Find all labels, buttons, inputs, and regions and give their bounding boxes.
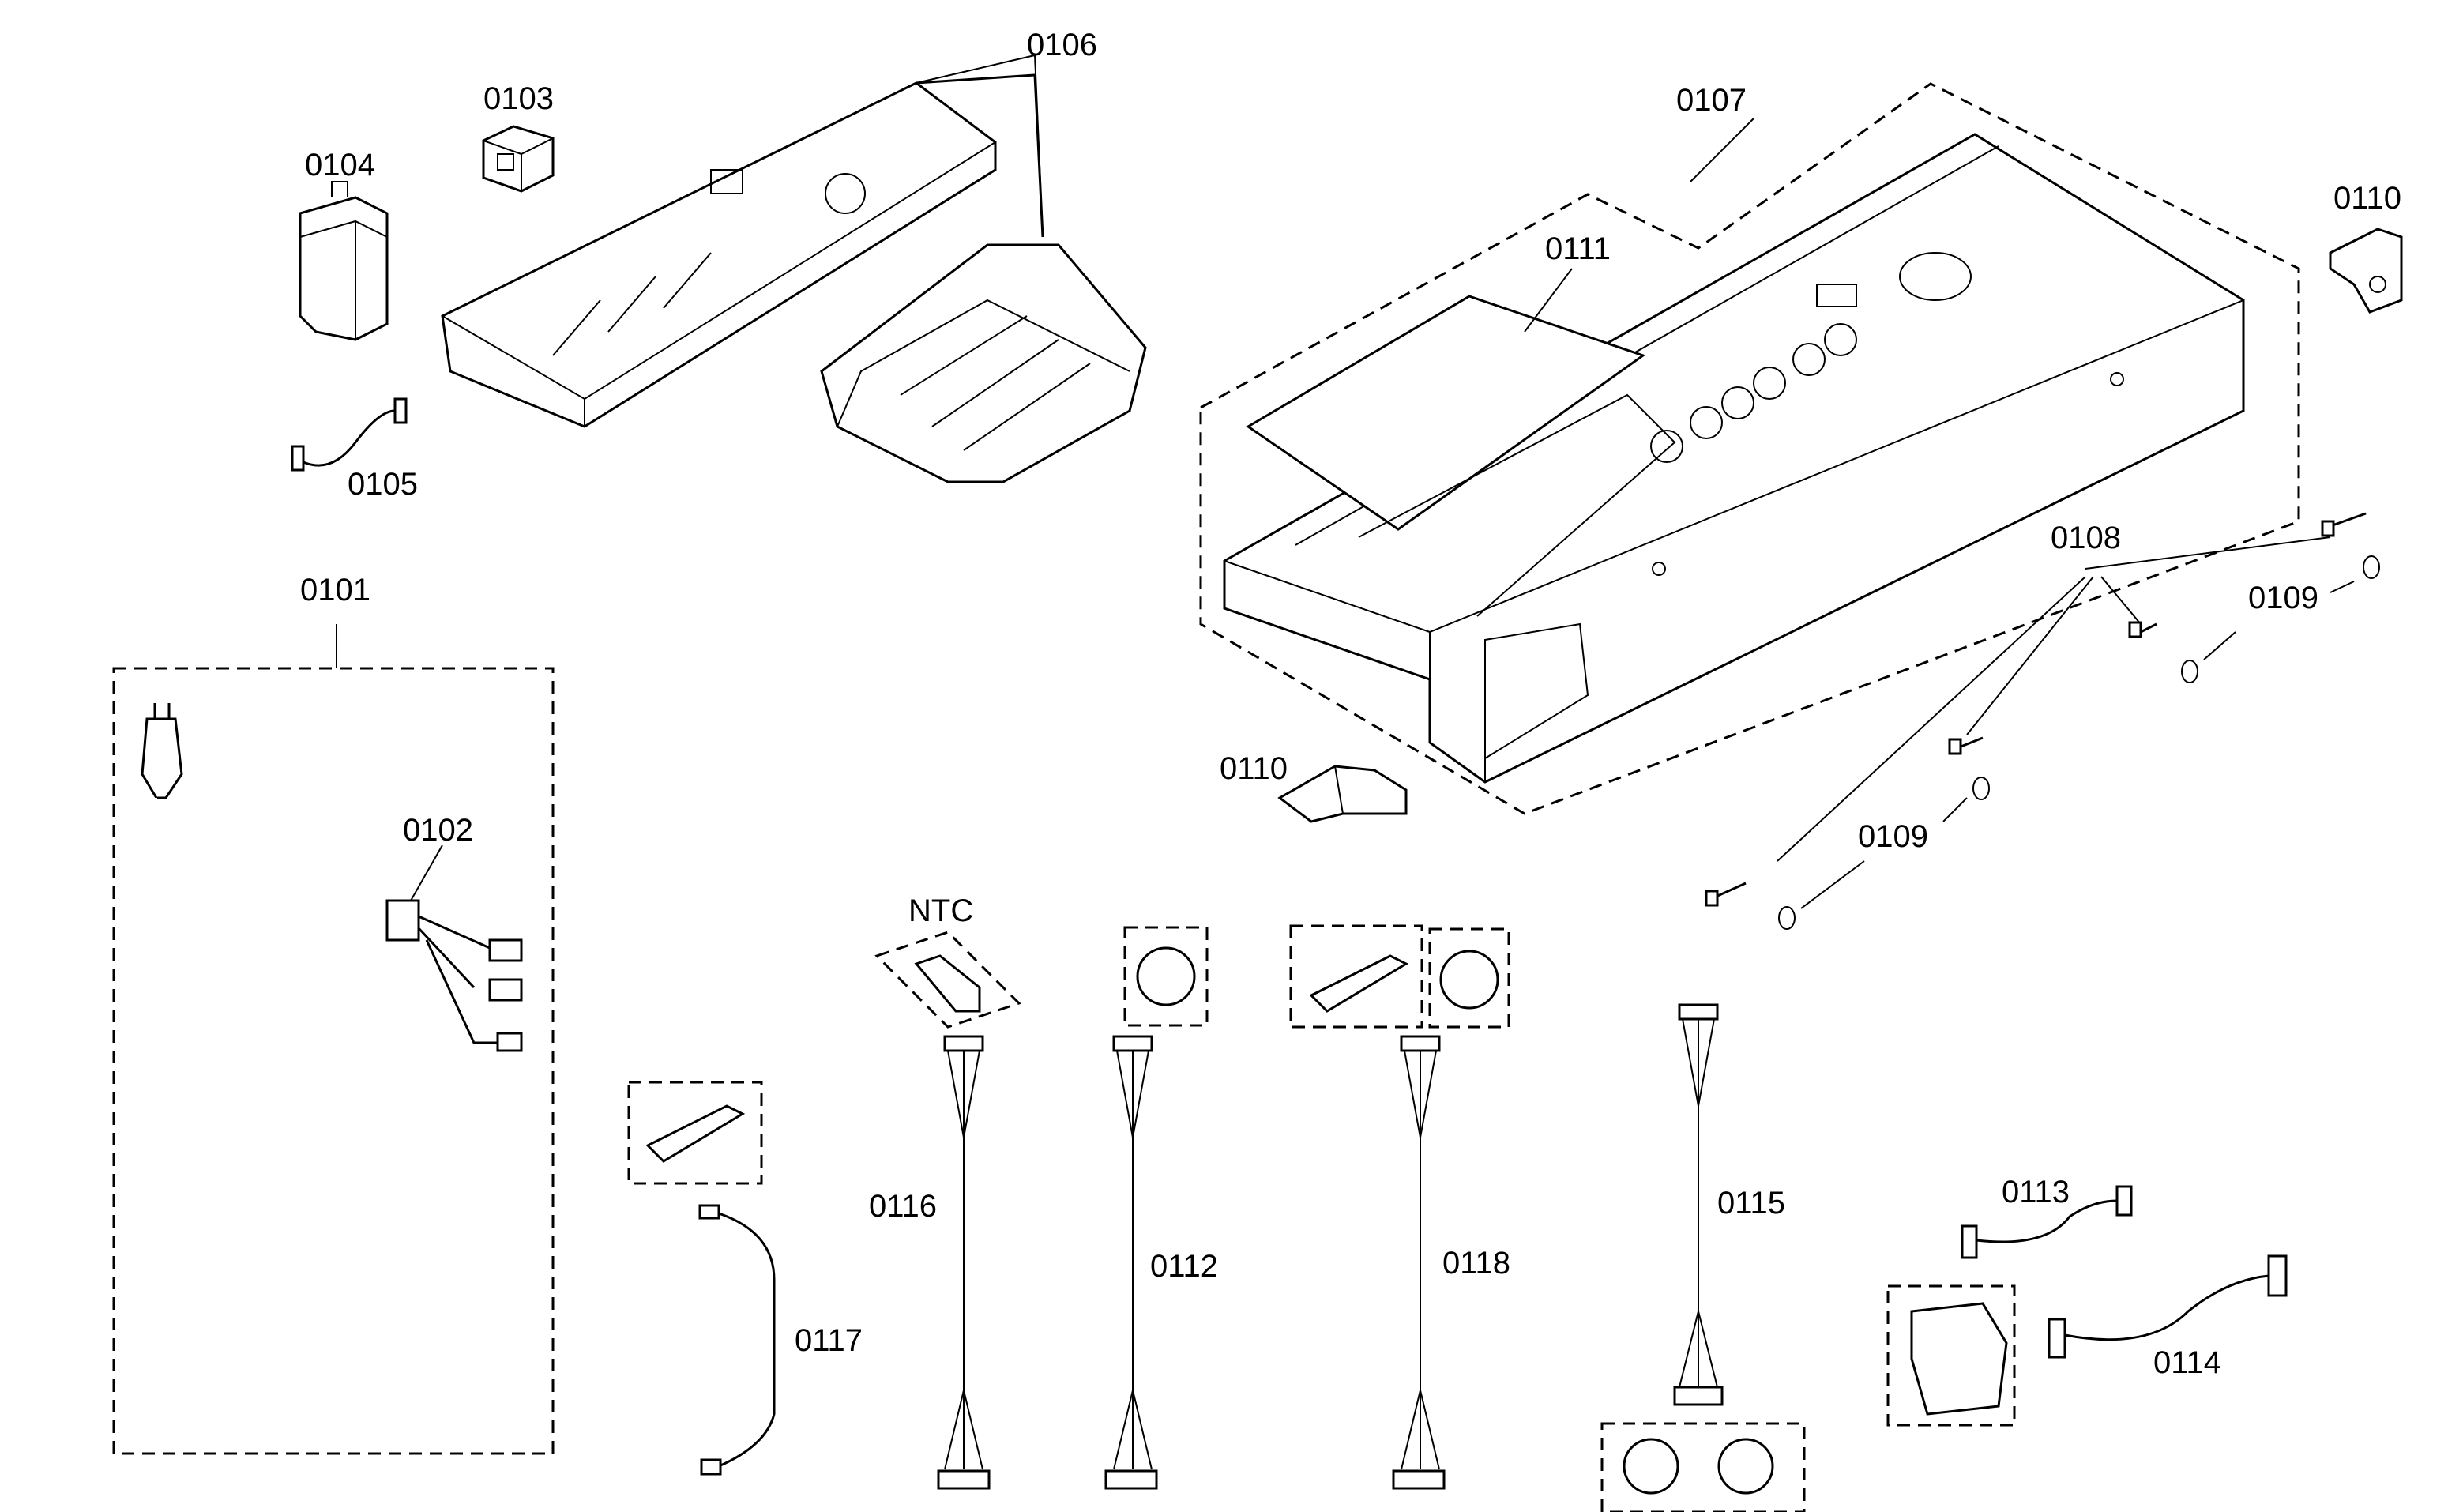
- part-0106-control-module: [441, 73, 1147, 483]
- part-0115-switch-box: [1600, 1422, 1806, 1512]
- label-0118: 0118: [1442, 1246, 1510, 1281]
- label-0106: 0106: [1027, 28, 1097, 62]
- label-0117: 0117: [795, 1323, 863, 1358]
- part-0104-suppressor: [299, 181, 389, 341]
- part-0118-harness: [1309, 950, 1499, 1490]
- label-0105: 0105: [348, 467, 418, 502]
- part-0112-harness: [1104, 946, 1196, 1490]
- label-0115: 0115: [1717, 1186, 1785, 1221]
- part-0115-switches: [1623, 1438, 1774, 1495]
- part-0108-screws: [1705, 512, 2367, 907]
- part-0109-washers: [1778, 555, 2380, 930]
- part-0110-clip-right: [2329, 228, 2403, 314]
- part-0113-cable: [1961, 1185, 2133, 1259]
- part-0117-cable: [645, 1104, 776, 1476]
- part-0114-cable: [1910, 1254, 2288, 1416]
- part-0118-heater-box: [1289, 924, 1423, 1029]
- part-0117-heater-box: [627, 1081, 763, 1185]
- label-0109-lower: 0109: [1858, 819, 1928, 854]
- part-0116-harness: [937, 1035, 991, 1490]
- label-0110-left: 0110: [1220, 751, 1288, 786]
- label-0113: 0113: [2002, 1175, 2070, 1209]
- label-0107: 0107: [1676, 83, 1747, 118]
- part-ntc-sensor: [914, 954, 981, 1013]
- part-0111-film: [1246, 295, 1676, 617]
- part-0112-switch-box: [1123, 926, 1209, 1027]
- part-0103-cube: [482, 125, 555, 193]
- label-0102: 0102: [403, 813, 473, 848]
- label-0111: 0111: [1545, 231, 1611, 266]
- label-0112: 0112: [1150, 1249, 1218, 1284]
- label-0108: 0108: [2051, 521, 2121, 555]
- part-0101-outline: [112, 667, 555, 1455]
- part-0118-switch-box: [1428, 927, 1510, 1029]
- label-ntc: NTC: [908, 893, 973, 928]
- label-0110-right: 0110: [2333, 181, 2401, 216]
- label-0104: 0104: [305, 148, 375, 182]
- label-0109-upper: 0109: [2248, 581, 2318, 615]
- label-0101: 0101: [300, 573, 370, 607]
- part-ntc-outline: [874, 931, 1021, 1029]
- leader-lines: [336, 55, 1754, 901]
- part-0114-module-box: [1886, 1284, 2016, 1427]
- label-0103: 0103: [483, 81, 554, 116]
- part-0115-harness: [1673, 1003, 1724, 1406]
- part-0107-outline: [1199, 82, 2300, 815]
- part-0101-power-cord: [141, 703, 389, 1402]
- part-0110-clip-left: [1277, 765, 1408, 823]
- part-0105-cable: [291, 397, 408, 472]
- part-0102-cable-set: [385, 899, 523, 1052]
- label-0114: 0114: [2153, 1345, 2221, 1380]
- label-0116: 0116: [869, 1189, 937, 1224]
